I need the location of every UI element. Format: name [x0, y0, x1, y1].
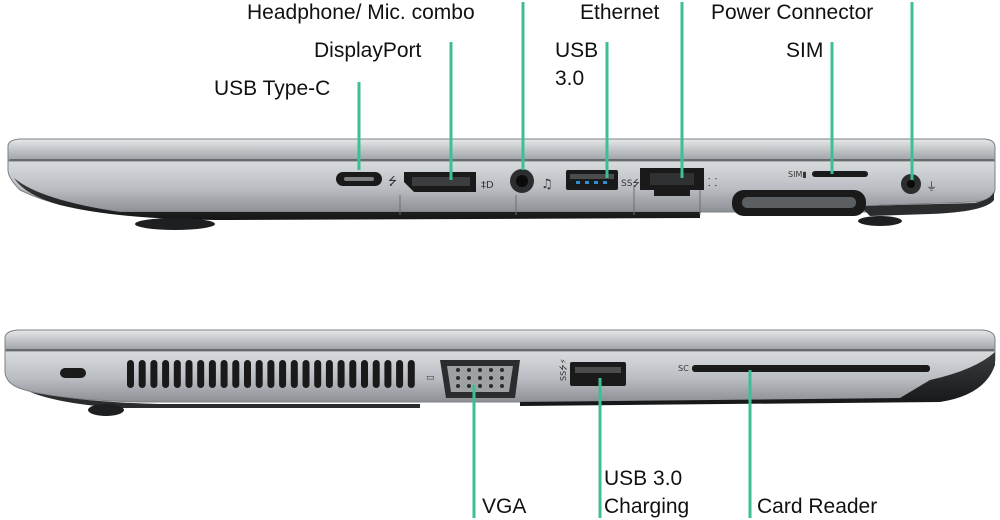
rubber-foot: [135, 218, 215, 230]
laptop-left-side: ▭ SS⭍⚡ SC: [4, 329, 996, 416]
vent-slat: [173, 360, 181, 388]
power-icon: ⏚: [926, 180, 937, 193]
air-vent: [127, 360, 415, 388]
vga-pin: [489, 368, 493, 372]
sc-icon: SC: [678, 364, 689, 373]
sim-icon: SIM▮: [788, 170, 807, 179]
vent-slat: [232, 360, 240, 388]
label-usb-3-charging-line1: USB 3.0: [604, 467, 683, 490]
usb-3-charging-port: [570, 362, 626, 386]
vent-slat: [361, 360, 368, 388]
vga-pin: [478, 376, 482, 380]
laptop-lid: [4, 329, 996, 351]
displayport-icon: ‡D: [481, 180, 494, 191]
vent-slat: [372, 360, 380, 388]
ss-usb-charge-icon: SS⭍⚡: [559, 359, 568, 381]
card-reader-slot: [692, 365, 930, 372]
usb-icon: ⭍: [388, 175, 397, 188]
network-icon: ⸬: [708, 176, 717, 189]
label-usb-3-line1: USB: [555, 39, 599, 62]
vent-slat: [185, 360, 193, 388]
vga-pin: [456, 384, 460, 388]
headphone-icon: ♫: [541, 177, 553, 192]
vga-pin: [467, 384, 471, 388]
vent-slat: [244, 360, 251, 388]
vent-slat: [302, 360, 310, 388]
vent-slat: [325, 360, 333, 388]
ss-usb-icon: SS⭍: [621, 178, 640, 189]
label-usb-3-charging-line2: Charging: [604, 495, 690, 518]
vent-slat: [127, 360, 134, 388]
vent-slat: [290, 360, 298, 388]
label-power-connector: Power Connector: [711, 1, 874, 24]
vga-pin: [489, 384, 493, 388]
leader-lines: [357, 2, 914, 518]
rubber-foot: [858, 216, 902, 226]
vga-pin: [467, 376, 471, 380]
vga-pin: [456, 376, 460, 380]
vga-pin: [500, 384, 504, 388]
vent-slat: [255, 360, 263, 388]
label-ethernet: Ethernet: [580, 1, 660, 24]
monitor-icon: ▭: [426, 373, 435, 383]
vent-slat: [407, 360, 415, 388]
label-vga: VGA: [482, 495, 527, 518]
vent-slat: [208, 360, 216, 388]
vent-slat: [197, 360, 205, 388]
vent-slat: [337, 360, 345, 388]
vga-pin: [478, 368, 482, 372]
vent-slat: [349, 360, 357, 388]
rubber-foot: [88, 404, 124, 416]
security-lock-slot: [60, 368, 86, 378]
label-sim: SIM: [786, 39, 824, 62]
vent-slat: [279, 360, 287, 388]
vent-slat: [150, 360, 158, 388]
vent-slat: [314, 360, 322, 388]
label-card-reader: Card Reader: [757, 495, 878, 518]
sim-slot: [812, 171, 868, 177]
label-headphone-mic-combo: Headphone/ Mic. combo: [247, 1, 475, 24]
vga-pin: [500, 376, 504, 380]
vga-pin: [478, 384, 482, 388]
vga-pin: [500, 368, 504, 372]
label-usb-type-c: USB Type-C: [214, 77, 331, 100]
vent-slat: [396, 360, 404, 388]
vent-slat: [384, 360, 392, 388]
vent-slat: [162, 360, 170, 388]
vent-slat: [220, 360, 228, 388]
vga-pin: [489, 376, 493, 380]
vga-pin: [456, 368, 460, 372]
usb-3-port: [566, 170, 618, 190]
label-usb-3-line2: 3.0: [555, 67, 585, 90]
label-displayport: DisplayPort: [314, 39, 422, 62]
vent-slat: [138, 360, 146, 388]
vent-slat: [267, 360, 275, 388]
laptop-lid: [7, 138, 996, 161]
vga-pin: [467, 368, 471, 372]
laptop-right-side: ⭍ ‡D ♫ SS⭍ ⸬ SIM▮: [7, 138, 996, 230]
